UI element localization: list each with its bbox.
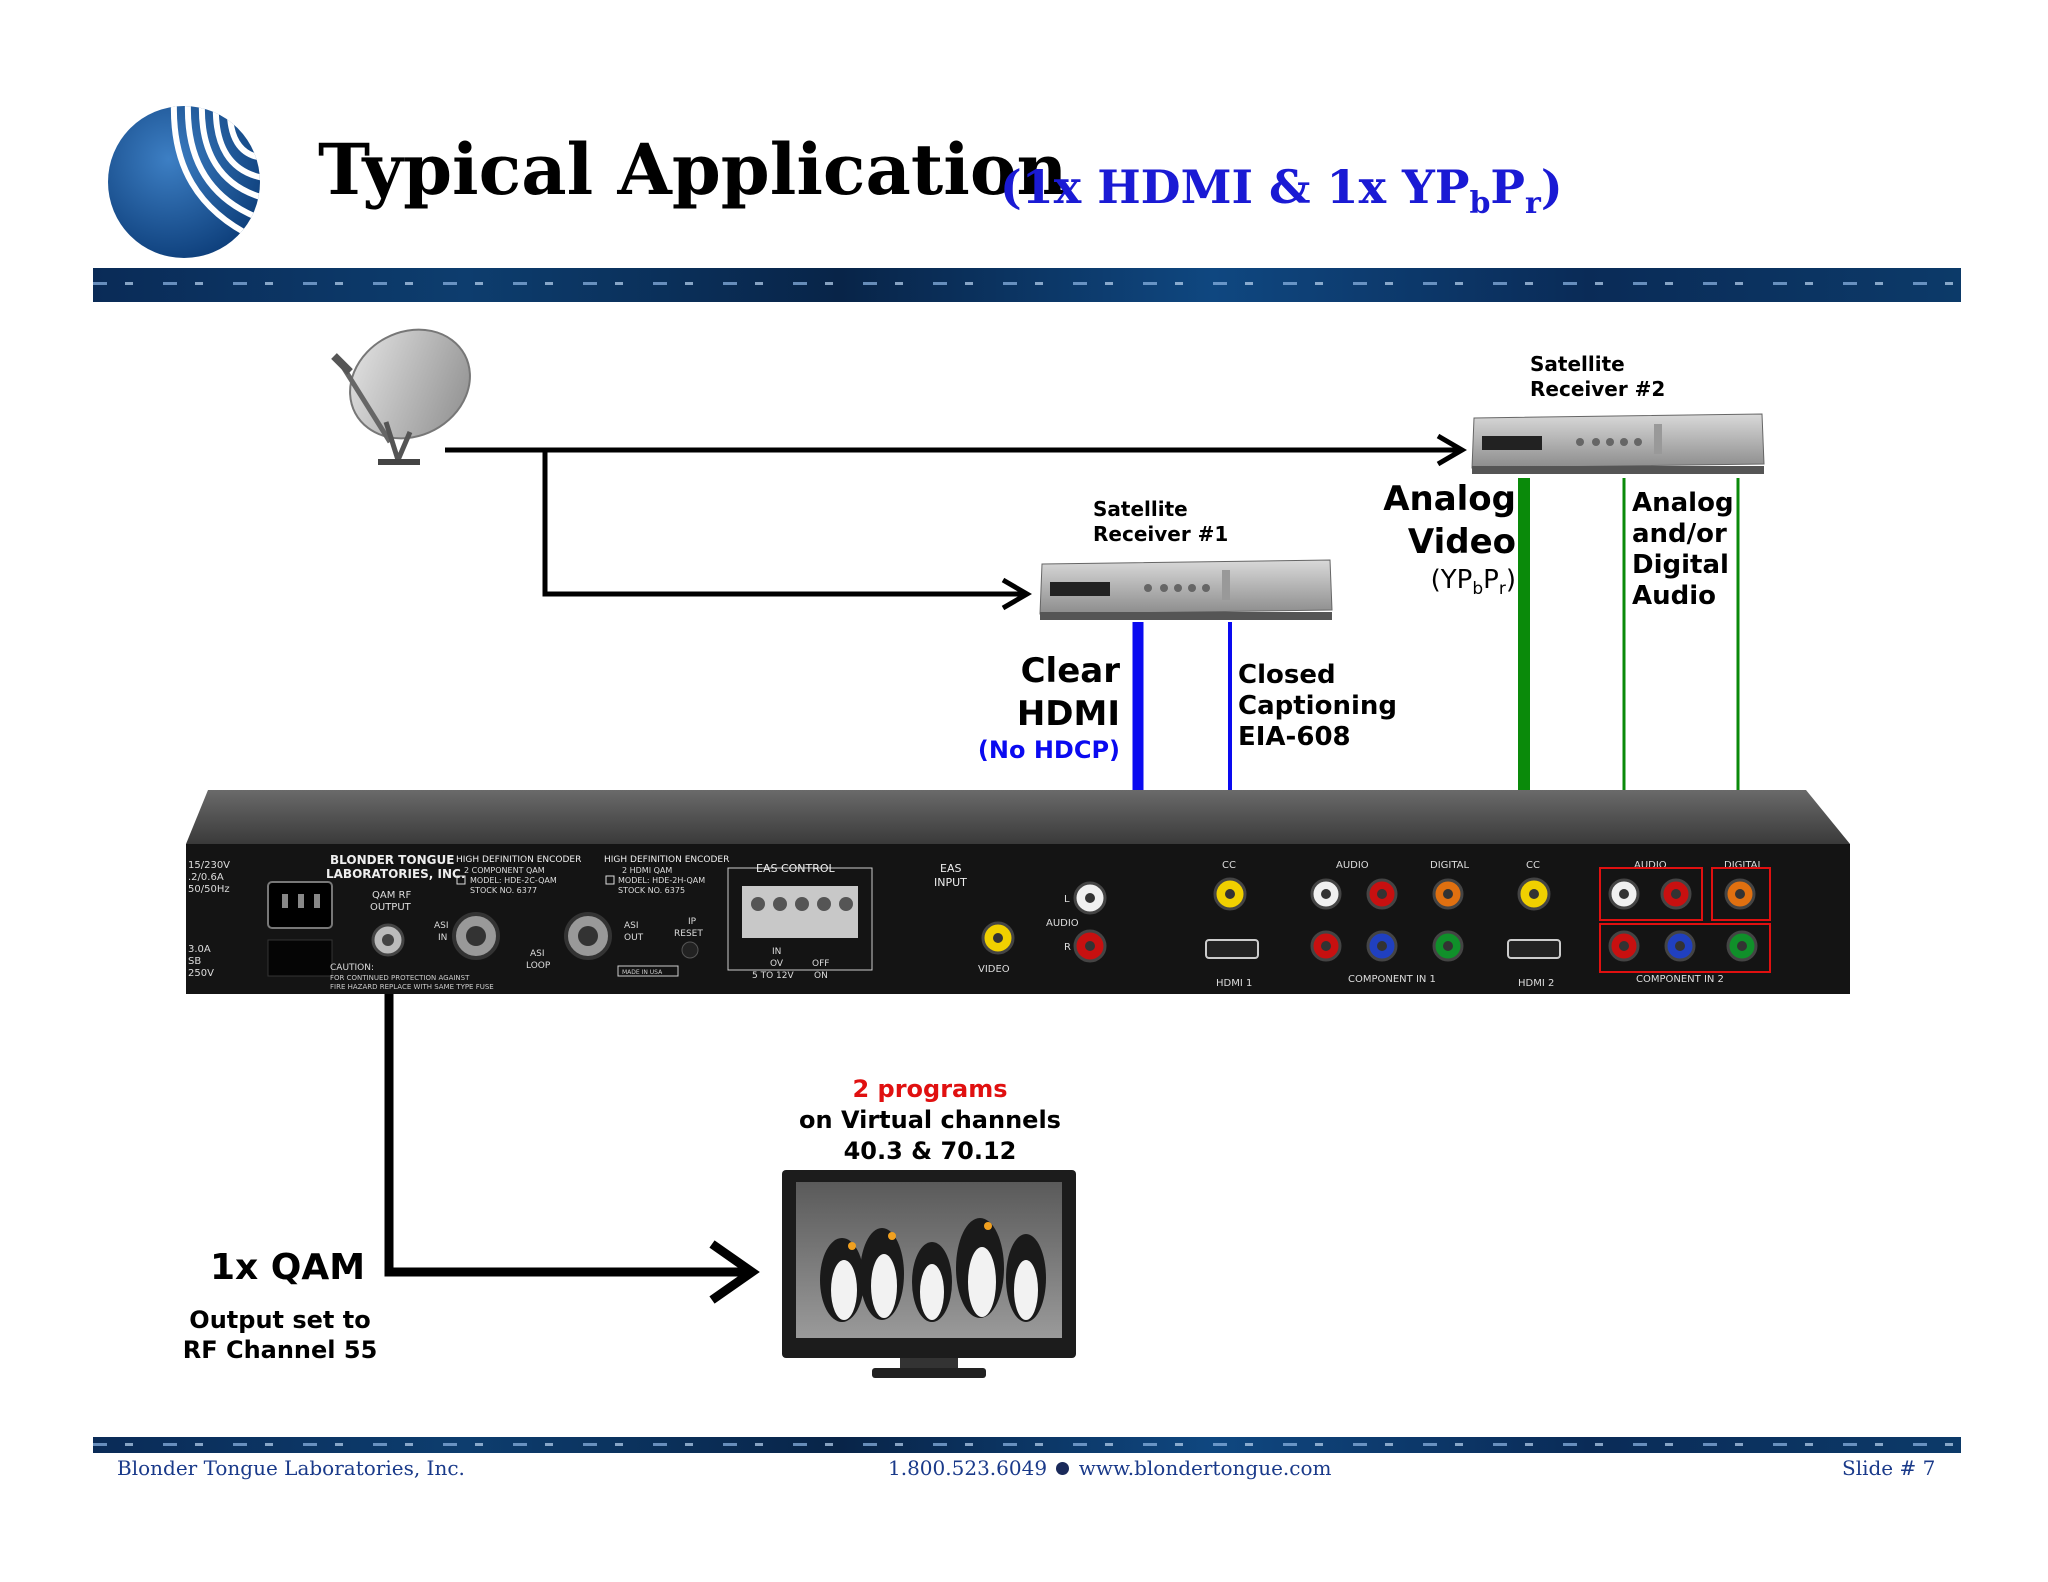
hdmi-2-port xyxy=(1507,939,1561,959)
svg-text:LOOP: LOOP xyxy=(526,961,551,971)
footer-phone: 1.800.523.6049 xyxy=(888,1456,1048,1480)
cc-2-label: CC xyxy=(1526,860,1540,871)
caution-line-2: FOR CONTINUED PROTECTION AGAINST xyxy=(330,974,470,982)
ip-reset-button xyxy=(681,941,699,959)
ip-label: IP xyxy=(688,917,697,927)
satellite-receiver-2 xyxy=(1471,413,1765,474)
qam-output-line xyxy=(384,980,748,1277)
asi-out-label: ASI xyxy=(624,921,639,931)
encoder-1-detail-2: MODEL: HDE-2C-QAM xyxy=(470,876,557,885)
eas-terminal-block xyxy=(742,886,858,938)
encoder-2-detail-2: MODEL: HDE-2H-QAM xyxy=(618,876,705,885)
no-hdcp-label: (No HDCP) xyxy=(977,736,1120,764)
reset-label: RESET xyxy=(674,929,703,939)
page-subtitle: (1x HDMI & 1x YPbPr) xyxy=(1000,160,1563,222)
bullet-icon xyxy=(1056,1462,1070,1475)
cc-1-label: CC xyxy=(1222,860,1236,871)
eas-ov-label: OV xyxy=(770,959,784,969)
power-spec-line-1: 15/230V xyxy=(188,860,230,871)
company-logo xyxy=(108,106,260,258)
audio-2-label: AUDIO xyxy=(1634,860,1667,871)
programs-label: 2 programs xyxy=(852,1075,1008,1103)
fuse-spec-line-1: 3.0A xyxy=(188,944,211,955)
encoder-rear-panel: 15/230V .2/0.6A 50/50Hz 3.0A SB 250V BLO… xyxy=(186,790,1850,994)
svg-text:IN: IN xyxy=(438,933,447,943)
svg-text:OUT: OUT xyxy=(624,933,644,943)
header-band xyxy=(93,268,1961,302)
fuse-spec-line-2: SB xyxy=(188,956,201,967)
eas-in-label: IN xyxy=(772,947,781,957)
power-spec-line-2: .2/0.6A xyxy=(188,872,224,883)
component-in-2-label: COMPONENT IN 2 xyxy=(1636,974,1724,985)
eas-audio-r-label: R xyxy=(1064,942,1071,953)
brand-line-2: LABORATORIES, INC. xyxy=(326,867,465,881)
digital-1-label: DIGITAL xyxy=(1430,860,1470,871)
channels-label: 40.3 & 70.12 xyxy=(843,1137,1017,1165)
encoder-2-title: HIGH DEFINITION ENCODER xyxy=(604,855,729,865)
encoder-2-detail-3: STOCK NO. 6375 xyxy=(618,886,685,895)
asi-loop-label: ASI xyxy=(530,949,545,959)
eas-off-label: OFF xyxy=(812,959,829,969)
caution-line-1: CAUTION: xyxy=(330,963,374,973)
eas-input-label-2: INPUT xyxy=(934,876,967,889)
encoder-1-detail-1: 2 COMPONENT QAM xyxy=(464,866,545,875)
component-in-1-label: COMPONENT IN 1 xyxy=(1348,974,1436,985)
qam-rf-label-2: OUTPUT xyxy=(370,902,412,913)
qam-label: 1x QAM xyxy=(210,1247,366,1288)
rf-channel-label: RF Channel 55 xyxy=(182,1336,378,1364)
digital-2-label: DIGITAL xyxy=(1724,860,1764,871)
footer-band xyxy=(93,1437,1961,1453)
television-icon xyxy=(782,1170,1076,1378)
virtual-channels-label: on Virtual channels xyxy=(799,1106,1061,1134)
footer-contact: 1.800.523.6049 www.blondertongue.com xyxy=(888,1456,1331,1480)
brand-line-1: BLONDER TONGUE xyxy=(330,853,454,867)
fuse-spec-line-3: 250V xyxy=(188,968,214,979)
footer-company: Blonder Tongue Laboratories, Inc. xyxy=(117,1456,465,1480)
made-in-usa-label: MADE IN USA xyxy=(622,969,663,976)
caution-line-3: FIRE HAZARD REPLACE WITH SAME TYPE FUSE xyxy=(330,983,494,991)
eas-5-12v-label: 5 TO 12V xyxy=(752,971,794,981)
eas-video-label: VIDEO xyxy=(978,964,1010,975)
eas-control-label: EAS CONTROL xyxy=(756,862,836,875)
dish-to-receiver2-arrowhead xyxy=(1436,433,1467,467)
audio-1-label: AUDIO xyxy=(1336,860,1369,871)
eas-audio-l-label: L xyxy=(1064,894,1070,905)
footer-website[interactable]: www.blondertongue.com xyxy=(1078,1456,1332,1480)
slide-number: Slide # 7 xyxy=(1842,1456,1936,1480)
encoder-1-title: HIGH DEFINITION ENCODER xyxy=(456,855,581,865)
eas-audio-label: AUDIO xyxy=(1046,918,1079,929)
asi-in-label: ASI xyxy=(434,921,449,931)
qam-output-arrowhead xyxy=(709,1240,760,1304)
eas-input-label-1: EAS xyxy=(940,862,961,875)
satellite-receiver-1 xyxy=(1039,559,1333,620)
output-set-label: Output set to xyxy=(189,1306,371,1334)
hdmi-1-label: HDMI 1 xyxy=(1216,978,1252,989)
hdmi-2-label: HDMI 2 xyxy=(1518,978,1554,989)
dish-to-receiver1-line xyxy=(542,450,1025,597)
qam-rf-label-1: QAM RF xyxy=(372,890,411,901)
encoder-2-detail-1: 2 HDMI QAM xyxy=(622,866,672,875)
ypbpr-label: (YPbPr) xyxy=(1430,565,1516,600)
dish-to-receiver1-arrowhead xyxy=(1001,577,1032,611)
satellite-dish-icon xyxy=(331,328,471,465)
page-title: Typical Application xyxy=(318,128,1068,211)
penguins-image xyxy=(820,1218,1046,1322)
hdmi-1-port xyxy=(1205,939,1259,959)
encoder-1-detail-3: STOCK NO. 6377 xyxy=(470,886,537,895)
power-spec-line-3: 50/50Hz xyxy=(188,884,230,895)
eas-on-label: ON xyxy=(814,971,828,981)
